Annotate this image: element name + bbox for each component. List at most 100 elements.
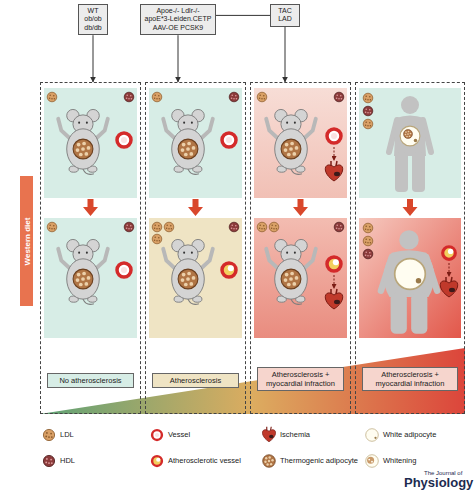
legend-text: Whitening [383, 457, 471, 466]
outcome-label: Atherosclerosis + myocardial infraction [257, 367, 344, 391]
hdl-icon [229, 92, 239, 102]
heart-icon [325, 161, 342, 181]
legend-text: HDL [60, 457, 148, 466]
mouse [163, 239, 213, 304]
ldl-icon [152, 234, 162, 244]
mouse [266, 239, 316, 304]
ldl-icon [47, 222, 57, 232]
diet-bar [20, 176, 33, 306]
atherosclerotic-vessel-icon [327, 257, 341, 271]
diet-label: Western diet [20, 176, 33, 306]
diet-arrow [83, 199, 98, 216]
thermogenic-adipocyte [281, 139, 301, 159]
hdl-icon [124, 222, 134, 232]
hdl-icon [363, 249, 373, 259]
legend-white-icon [366, 429, 379, 442]
model-text: Apoe-/- Ldlr-/- apoE*3-Leiden.CETP AAV-O… [143, 7, 213, 32]
white-adipocyte [395, 259, 426, 290]
ldl-icon [363, 119, 373, 129]
journal-name: Physiology [404, 476, 473, 489]
hdl-icon [363, 106, 373, 116]
model-box: TAC LAD [270, 4, 300, 27]
outcome-label: No atherosclerosis [47, 373, 134, 388]
scenario-panel: Atherosclerosis + myocardial infraction [355, 82, 465, 414]
column-3-art [254, 88, 347, 338]
scenario-panel: Atherosclerosis [145, 82, 246, 414]
legend-athero-icon [152, 456, 162, 466]
ischemia-arrow [334, 147, 335, 160]
legend-text: Vessel [168, 431, 256, 440]
model-box: Apoe-/- Ldlr-/- apoE*3-Leiden.CETP AAV-O… [140, 4, 216, 35]
thermogenic-adipocyte [281, 269, 301, 289]
scenario-panel: Atherosclerosis + myocardial infraction [250, 82, 351, 414]
ischemia-arrow [334, 275, 335, 288]
legend-text: Atherosclerotic vessel [168, 457, 256, 466]
column-2-art [149, 88, 242, 338]
connector-arrow [216, 15, 270, 16]
ldl-icon [269, 222, 279, 232]
hdl-icon [334, 222, 344, 232]
mouse [163, 109, 213, 174]
model-box: WT ob/ob db/db [78, 4, 108, 35]
hdl-icon [334, 92, 344, 102]
diet-arrow [293, 199, 308, 216]
ischemia-arrow [449, 263, 450, 276]
vessel-icon [117, 263, 131, 277]
mouse [58, 109, 108, 174]
mouse [266, 109, 316, 174]
connector-arrow [178, 35, 179, 82]
panel [44, 218, 137, 338]
heart-icon [440, 277, 457, 297]
legend-whitening-icon [366, 455, 379, 468]
panel [149, 218, 242, 338]
ldl-icon [152, 222, 162, 232]
legend-text: Ischemia [280, 431, 368, 440]
ldl-icon [164, 222, 174, 232]
legend-thermo-icon [263, 455, 276, 468]
panel [359, 88, 461, 198]
white-adipocyte [400, 126, 420, 146]
ldl-icon [257, 92, 267, 102]
panel [254, 88, 347, 198]
thermogenic-adipocyte [178, 269, 198, 289]
hdl-icon [124, 92, 134, 102]
model-text: WT ob/ob db/db [81, 7, 105, 32]
connector-arrow [285, 27, 286, 82]
legend-text: LDL [60, 431, 148, 440]
human [389, 96, 431, 192]
ldl-icon [257, 222, 267, 232]
atherosclerotic-vessel-icon [222, 263, 236, 277]
panel [44, 88, 137, 198]
legend-heart-icon [262, 427, 275, 442]
legend-hdl-icon [43, 455, 54, 466]
thermogenic-adipocyte [404, 130, 413, 139]
ldl-icon [363, 236, 373, 246]
thermogenic-adipocyte [73, 139, 93, 159]
legend-text: Thermogenic adipocyte [280, 457, 368, 466]
hdl-icon [229, 222, 239, 232]
outcome-label: Atherosclerosis [152, 373, 239, 388]
panel [254, 218, 347, 338]
vessel-icon [117, 133, 131, 147]
thermogenic-adipocyte [73, 269, 93, 289]
vessel-icon [327, 129, 341, 143]
heart-icon [325, 289, 342, 309]
connector-arrow [93, 35, 94, 82]
legend-text: White adipocyte [383, 431, 471, 440]
ldl-icon [152, 92, 162, 102]
ldl-icon [363, 93, 373, 103]
diet-arrow [188, 199, 203, 216]
model-text: TAC LAD [273, 7, 297, 24]
legend-ldl-icon [43, 429, 54, 440]
severity-wedge [40, 348, 465, 414]
panel [359, 218, 461, 338]
mouse [58, 239, 108, 304]
scenario-panel: No atherosclerosis [40, 82, 141, 414]
vessel-icon [222, 133, 236, 147]
obese-human [381, 230, 437, 334]
atherosclerotic-vessel-icon [443, 247, 456, 260]
ldl-icon [47, 92, 57, 102]
